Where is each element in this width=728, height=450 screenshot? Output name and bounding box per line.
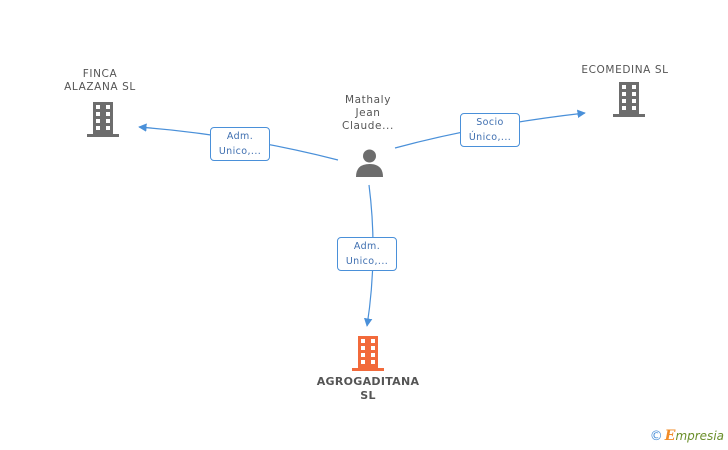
relation-text-line: Socio	[476, 117, 504, 128]
empresia-watermark: ©Empresia	[650, 428, 724, 444]
relation-label-agrogaditana[interactable]: Adm. Unico,...	[337, 237, 397, 271]
company-name-line: ECOMEDINA SL	[581, 64, 669, 76]
company-name-line: SL	[360, 389, 376, 402]
relation-text-line: Unico,...	[345, 256, 389, 267]
company-name-line: ALAZANA SL	[64, 81, 136, 93]
person-name-line: Mathaly	[344, 94, 392, 106]
relation-text-line: Adm.	[353, 241, 381, 252]
company-name-line: AGROGADITANA	[316, 375, 420, 388]
relation-text-line: Unico,...	[218, 146, 262, 157]
building-icon[interactable]	[613, 82, 645, 117]
company-ecomedina-name[interactable]: ECOMEDINA SL	[570, 64, 680, 77]
brand-logo-text: mpresia	[675, 429, 724, 443]
brand-logo-e: E	[664, 428, 676, 444]
copyright-symbol: ©	[649, 429, 663, 444]
building-icon[interactable]	[87, 102, 119, 137]
company-name-line: FINCA	[82, 68, 118, 80]
building-icon[interactable]	[352, 336, 384, 371]
person-icon[interactable]	[355, 148, 384, 177]
person-name-line: Claude...	[342, 120, 394, 132]
relation-label-finca[interactable]: Adm. Unico,...	[210, 127, 270, 161]
company-finca-alazana-name[interactable]: FINCA ALAZANA SL	[50, 68, 150, 94]
person-name-line: Jean	[355, 107, 381, 119]
company-agrogaditana-name[interactable]: AGROGADITANA SL	[308, 375, 428, 403]
relation-label-ecomedina[interactable]: Socio Único,...	[460, 113, 520, 147]
relation-text-line: Único,...	[468, 132, 512, 143]
relation-text-line: Adm.	[226, 131, 254, 142]
person-name[interactable]: Mathaly Jean Claude...	[318, 94, 418, 133]
